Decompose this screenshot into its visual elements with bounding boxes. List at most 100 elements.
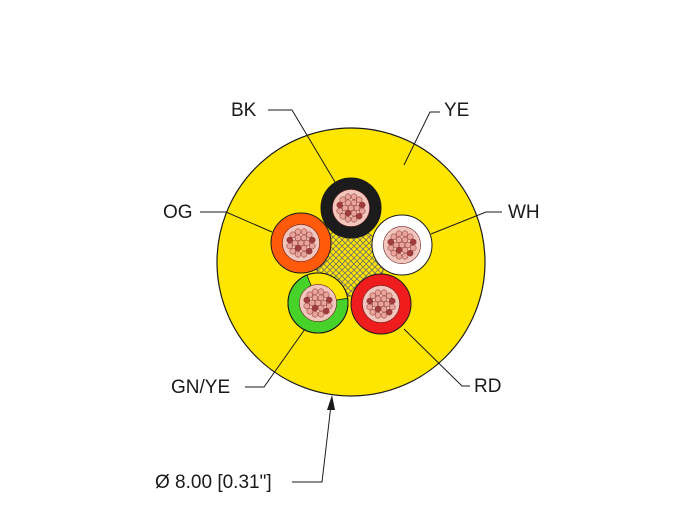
strand xyxy=(353,204,361,212)
label-gnye: GN/YE xyxy=(171,377,231,398)
strand xyxy=(401,246,409,254)
label-og: OG xyxy=(163,202,193,223)
strand xyxy=(291,239,299,247)
strand xyxy=(355,212,363,220)
leader-diameter xyxy=(292,404,332,483)
label-bk: BK xyxy=(231,100,257,121)
strand xyxy=(390,233,398,241)
strand xyxy=(366,303,374,311)
strand xyxy=(392,241,400,249)
leader-ye xyxy=(403,111,440,166)
strand xyxy=(387,244,395,252)
insulation-outline xyxy=(287,272,349,334)
strand xyxy=(311,310,319,318)
leader-rd xyxy=(403,328,470,387)
strand xyxy=(406,249,414,257)
strand xyxy=(369,292,377,300)
strand xyxy=(339,212,347,220)
strand xyxy=(401,252,409,260)
conductor-green-yellow xyxy=(287,272,349,334)
strand xyxy=(388,303,396,311)
strand xyxy=(383,300,391,308)
strand xyxy=(350,199,358,207)
strand xyxy=(395,236,403,244)
strand xyxy=(371,300,379,308)
strand xyxy=(350,215,358,223)
strand xyxy=(401,236,409,244)
strand xyxy=(308,299,316,307)
strand xyxy=(286,242,294,250)
strand xyxy=(325,302,333,310)
strand xyxy=(317,304,325,312)
strand xyxy=(385,308,393,316)
strand xyxy=(311,288,319,296)
strand xyxy=(344,215,352,223)
leader-og xyxy=(200,211,273,233)
strand xyxy=(380,305,388,313)
strand xyxy=(409,238,417,246)
strand xyxy=(294,228,302,236)
strand xyxy=(350,209,358,217)
strand xyxy=(300,244,308,252)
strand xyxy=(294,250,302,258)
conductor-black xyxy=(320,177,382,239)
strand xyxy=(358,207,366,215)
strand xyxy=(322,307,330,315)
conductor-red xyxy=(350,273,412,335)
strand xyxy=(390,249,398,257)
strand xyxy=(308,242,316,250)
strand xyxy=(380,295,388,303)
strand xyxy=(322,291,330,299)
strand xyxy=(385,292,393,300)
strand xyxy=(366,297,374,305)
strand xyxy=(306,307,314,315)
strand xyxy=(387,238,395,246)
strand xyxy=(294,234,302,242)
strand xyxy=(300,234,308,242)
leader-gnye xyxy=(245,328,306,388)
strand xyxy=(289,231,297,239)
strand xyxy=(344,199,352,207)
strand xyxy=(300,228,308,236)
strand xyxy=(300,250,308,258)
strand xyxy=(374,289,382,297)
conductor-white xyxy=(371,214,433,276)
label-ye: YE xyxy=(444,100,470,121)
strand xyxy=(380,289,388,297)
strand xyxy=(305,231,313,239)
strand xyxy=(406,233,414,241)
strand xyxy=(369,308,377,316)
strand xyxy=(317,294,325,302)
strand xyxy=(286,236,294,244)
strand xyxy=(303,296,311,304)
strand xyxy=(404,241,412,249)
strand xyxy=(305,247,313,255)
strand xyxy=(336,201,344,209)
strand xyxy=(374,295,382,303)
leader-wh xyxy=(430,211,502,235)
strand xyxy=(303,302,311,310)
strand xyxy=(317,288,325,296)
strand xyxy=(306,291,314,299)
strand xyxy=(289,247,297,255)
strand xyxy=(308,236,316,244)
label-rd: RD xyxy=(474,376,502,397)
strand xyxy=(350,193,358,201)
strand xyxy=(395,252,403,260)
conductor-orange xyxy=(270,212,332,274)
strand xyxy=(344,193,352,201)
strand xyxy=(325,296,333,304)
diameter-arrowhead xyxy=(327,395,335,410)
strand xyxy=(358,201,366,209)
strand xyxy=(355,196,363,204)
strand xyxy=(388,297,396,305)
label-wh: WH xyxy=(508,202,540,223)
strand xyxy=(409,244,417,252)
strand xyxy=(317,310,325,318)
leader-bk xyxy=(268,109,336,183)
strand xyxy=(341,204,349,212)
strand xyxy=(380,311,388,319)
label-diameter: Ø 8.00 [0.31"] xyxy=(155,472,272,493)
